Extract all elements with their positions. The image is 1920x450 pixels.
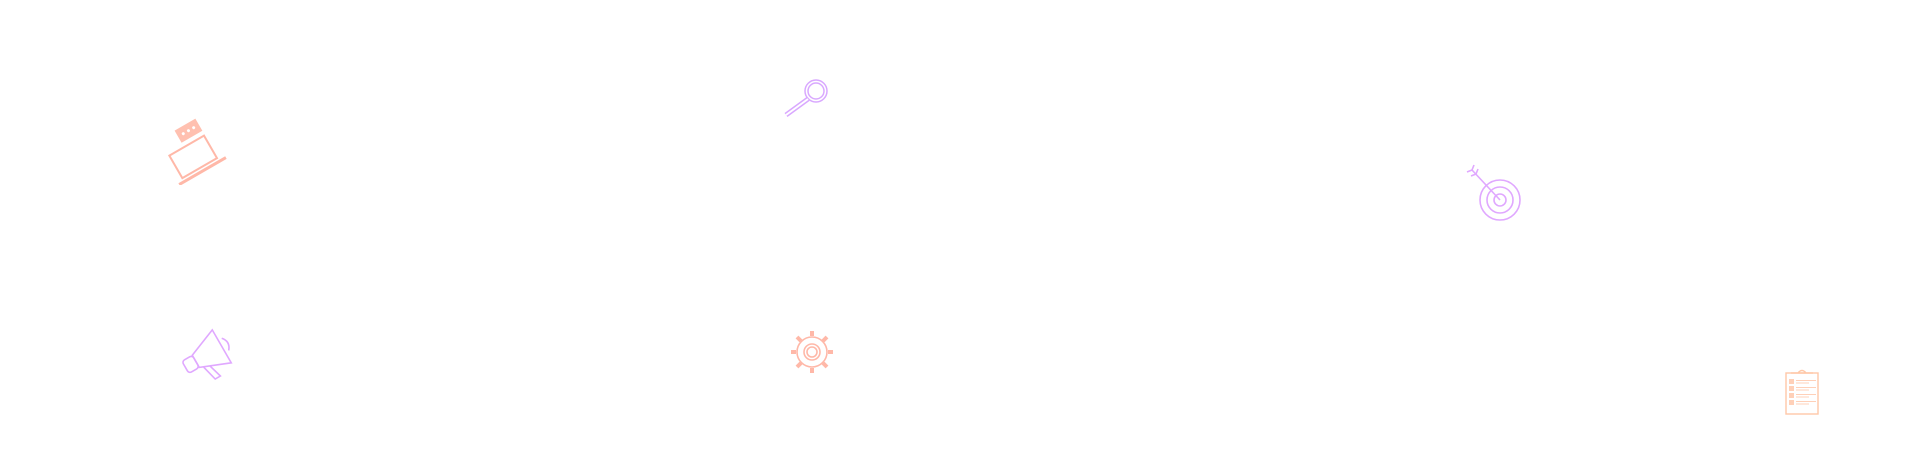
magnifier-icon (784, 79, 828, 118)
laptop-chat-icon (167, 118, 227, 185)
gear-icon (791, 331, 833, 373)
target-arrow-icon (1466, 164, 1521, 221)
clipboard-checklist-icon (1785, 369, 1819, 415)
megaphone-icon (182, 328, 233, 381)
